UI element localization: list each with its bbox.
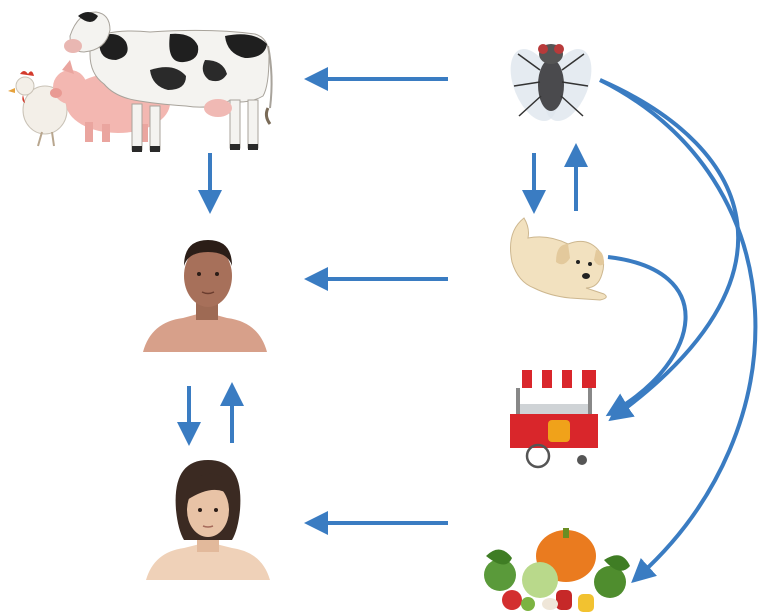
- vegetables-icon: [484, 528, 630, 612]
- man-icon: [143, 240, 267, 352]
- woman-icon: [146, 460, 270, 580]
- livestock-icon: [8, 12, 272, 152]
- food-cart-icon: [510, 370, 598, 467]
- arrow-fly-to-vegetables: [600, 80, 755, 575]
- dog-icon: [511, 218, 607, 300]
- fly-icon: [501, 42, 601, 127]
- arrows: [189, 79, 755, 575]
- arrow-dog-to-food-cart: [608, 257, 686, 410]
